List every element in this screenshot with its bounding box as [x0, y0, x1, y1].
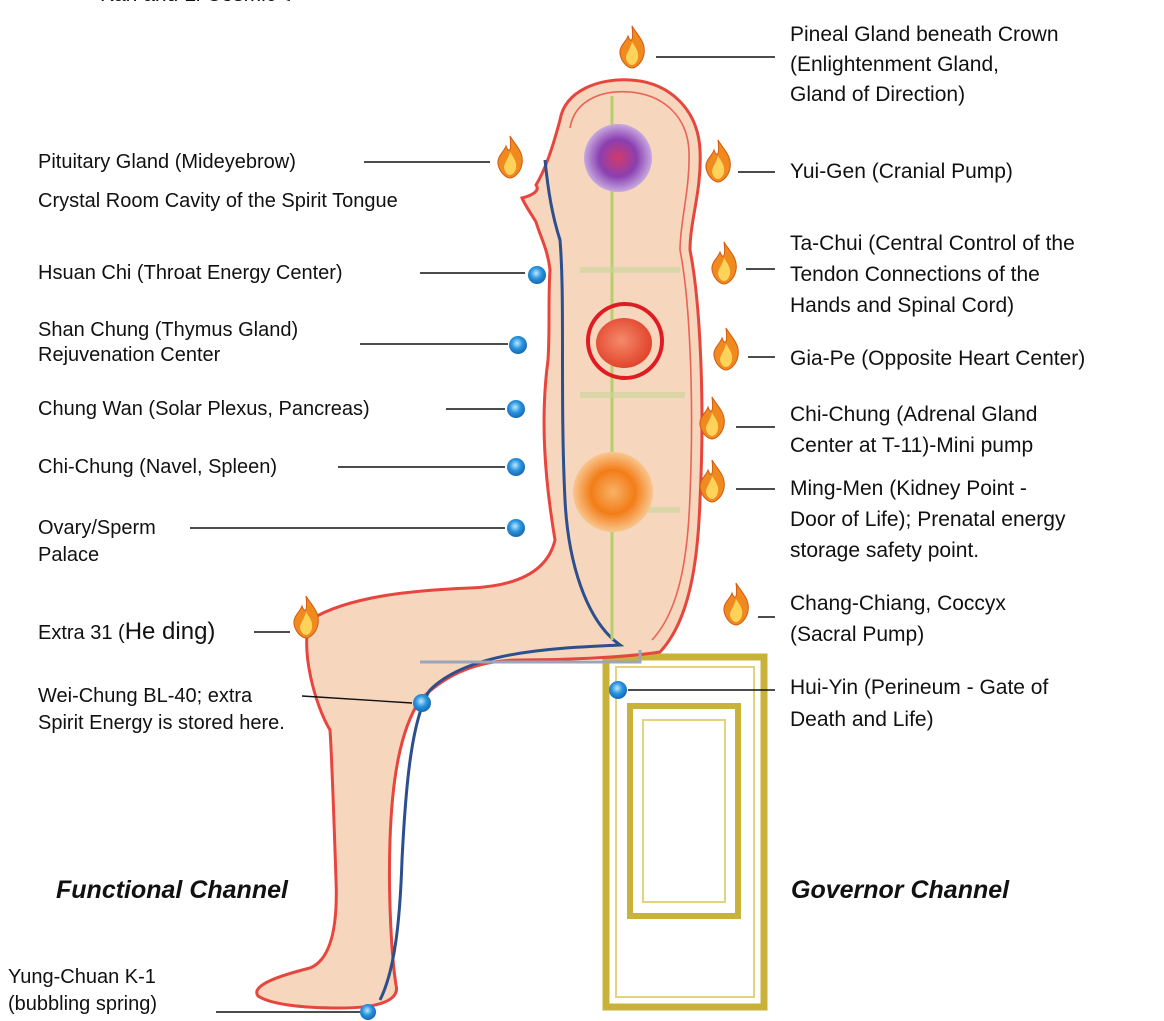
functional-channel-title: Functional Channel	[56, 876, 288, 905]
label-chi-chung-adrenal-line1: Chi-Chung (Adrenal Gland	[790, 401, 1037, 428]
label-ta-chui-line2: Tendon Connections of the	[790, 261, 1040, 288]
label-ming-men-line1: Ming-Men (Kidney Point -	[790, 475, 1027, 502]
blue-point-wei-chung	[413, 694, 431, 712]
label-wei-chung-line1: Wei-Chung BL-40; extra	[38, 683, 252, 709]
label-yui-gen: Yui-Gen (Cranial Pump)	[790, 158, 1013, 185]
label-shan-chung-line1: Shan Chung (Thymus Gland)	[38, 317, 298, 343]
label-ovary-line1: Ovary/Sperm	[38, 515, 156, 541]
label-pineal-line1: Pineal Gland beneath Crown	[790, 21, 1059, 48]
flame-yui-gen	[706, 140, 730, 182]
chair	[606, 657, 764, 1007]
label-ming-men-line3: storage safety point.	[790, 537, 979, 564]
label-hsuan-chi: Hsuan Chi (Throat Energy Center)	[38, 260, 343, 286]
crown-energy-center	[584, 124, 652, 192]
label-shan-chung-line2: Rejuvenation Center	[38, 342, 220, 368]
flame-chang-chiang	[724, 583, 748, 625]
body-figure	[257, 80, 702, 1008]
label-pineal-line2: (Enlightenment Gland,	[790, 51, 999, 78]
blue-point-solar-plexus	[507, 400, 525, 418]
label-ovary-line2: Palace	[38, 542, 99, 568]
label-ta-chui-line3: Hands and Spinal Cord)	[790, 292, 1014, 319]
label-wei-chung-line2: Spirit Energy is stored here.	[38, 710, 285, 736]
label-hui-yin-line2: Death and Life)	[790, 706, 934, 733]
label-chung-wan: Chung Wan (Solar Plexus, Pancreas)	[38, 396, 370, 422]
flame-pituitary	[498, 136, 522, 178]
label-chang-chiang-line2: (Sacral Pump)	[790, 621, 924, 648]
flame-gia-pe	[714, 328, 738, 370]
label-chang-chiang-line1: Chang-Chiang, Coccyx	[790, 590, 1006, 617]
navel-energy-center	[573, 452, 653, 532]
governor-channel-title: Governor Channel	[791, 876, 1009, 905]
label-gia-pe: Gia-Pe (Opposite Heart Center)	[790, 345, 1085, 372]
blue-point-navel	[507, 458, 525, 476]
label-extra-31: Extra 31 (He ding)	[38, 619, 215, 646]
flame-ta-chui	[712, 242, 736, 284]
label-ta-chui-line1: Ta-Chui (Central Control of the	[790, 230, 1075, 257]
blue-point-throat	[528, 266, 546, 284]
label-pituitary: Pituitary Gland (Mideyebrow)	[38, 149, 296, 175]
flame-chi-chung-adrenal	[700, 397, 724, 439]
label-chi-chung-navel: Chi-Chung (Navel, Spleen)	[38, 454, 277, 480]
label-yung-chuan-line2: (bubbling spring)	[8, 991, 157, 1017]
label-crystal-room: Crystal Room Cavity of the Spirit Tongue	[38, 188, 398, 214]
label-pineal-line3: Gland of Direction)	[790, 81, 965, 108]
label-chi-chung-adrenal-line2: Center at T-11)-Mini pump	[790, 432, 1033, 459]
label-hui-yin-line1: Hui-Yin (Perineum - Gate of	[790, 674, 1048, 701]
blue-point-hui-yin	[609, 681, 627, 699]
label-extra-31-main: He ding)	[125, 618, 216, 645]
top-fragment-text: Kan and Li Cosmic Orbit Practices Sittin…	[100, 0, 290, 8]
blue-point-thymus	[509, 336, 527, 354]
label-extra-31-prefix: Extra 31 (	[38, 622, 125, 644]
label-yung-chuan-line1: Yung-Chuan K-1	[8, 964, 156, 990]
blue-point-yung-chuan	[360, 1004, 376, 1020]
label-ming-men-line2: Door of Life); Prenatal energy	[790, 506, 1065, 533]
blue-point-ovary	[507, 519, 525, 537]
heart-center	[596, 318, 652, 368]
flame-ming-men	[700, 460, 724, 502]
flame-extra-31	[294, 596, 318, 638]
flame-pineal	[620, 26, 644, 68]
